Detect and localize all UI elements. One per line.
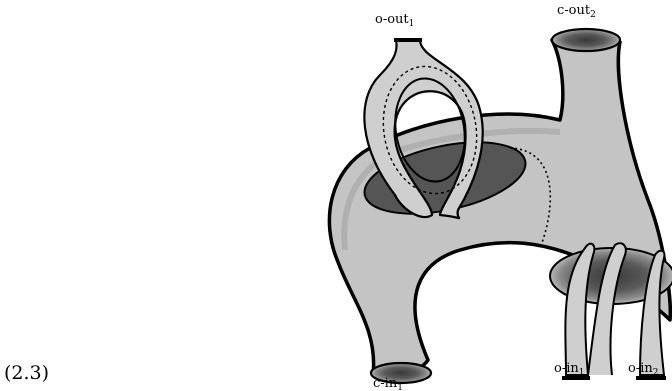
label-c-out-2: c-out2 [557, 3, 596, 20]
label-o-out-1: o-out1 [375, 12, 414, 29]
c-out-2-opening [552, 29, 620, 51]
